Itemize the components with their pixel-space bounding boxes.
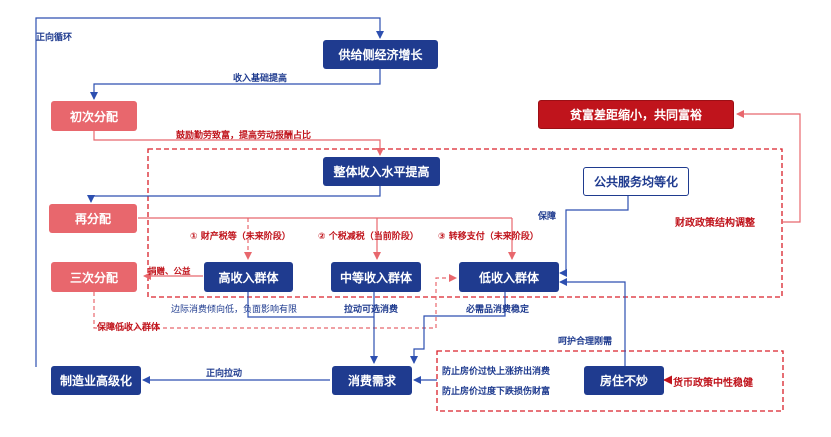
guarantee-label: 保障 <box>538 212 557 222</box>
tertiary-distribution-text: 三次分配 <box>69 270 118 285</box>
property-tax-label: ① 财产税等（未来阶段） <box>190 232 291 242</box>
consumer-demand-text: 消费需求 <box>347 374 396 388</box>
redistribution-region <box>147 148 783 298</box>
donation-label: 捐赠、公益 <box>148 267 191 277</box>
high-to-consumption-line <box>247 292 374 318</box>
low-income-text: 低收入群体 <box>478 270 539 285</box>
low-to-consumption-line <box>410 292 506 364</box>
public-services-box: 公共服务均等化 <box>583 167 689 196</box>
consumer-demand-box: 消费需求 <box>332 366 412 395</box>
high-income-box: 高收入群体 <box>204 262 293 292</box>
prevent-squeeze-label: 防止房价过快上涨挤出消费 <box>442 367 551 377</box>
transfer-label: ③ 转移支付（未来阶段） <box>438 232 539 242</box>
prevent-drop-label: 防止房价过度下跌损伤财富 <box>442 387 551 397</box>
housing-region <box>436 350 784 412</box>
fiscal-policy-label: 财政政策结构调整 <box>675 218 755 229</box>
redistribution-text: 再分配 <box>74 212 111 226</box>
housing-box: 房住不炒 <box>584 366 664 395</box>
positive-cycle-label: 正向循环 <box>36 33 73 43</box>
income-to-redistribution-line <box>87 186 381 203</box>
public-services-text: 公共服务均等化 <box>593 175 678 189</box>
redistribution-box: 再分配 <box>49 204 137 233</box>
positive-cycle-line <box>35 17 384 367</box>
positive-pull-label: 正向拉动 <box>206 369 243 379</box>
stabilize-essential-label: 必需品消费稳定 <box>466 305 530 315</box>
rigid-demand-line <box>559 278 626 366</box>
monetary-policy-label: 货币政策中性稳健 <box>673 378 753 389</box>
income-tax-label: ② 个税减税（当前阶段） <box>318 232 419 242</box>
manufacturing-text: 制造业高级化 <box>59 374 132 388</box>
primary-distribution-text: 初次分配 <box>69 109 118 124</box>
protect-low-line <box>93 274 457 329</box>
middle-income-box: 中等收入群体 <box>331 262 421 292</box>
housing-text: 房住不炒 <box>599 374 648 388</box>
pull-optional-label: 拉动可选消费 <box>344 305 399 315</box>
tertiary-distribution-box: 三次分配 <box>51 262 137 292</box>
rigid-demand-label: 呵护合理刚需 <box>558 337 613 347</box>
income-rise-box: 整体收入水平提高 <box>323 157 440 186</box>
guarantee-line <box>559 196 629 277</box>
high-income-text: 高收入群体 <box>218 270 279 285</box>
income-rise-text: 整体收入水平提高 <box>333 165 430 179</box>
income-base-line <box>90 69 381 100</box>
supply-growth-box: 供给侧经济增长 <box>323 40 438 69</box>
supply-growth-text: 供给侧经济增长 <box>338 48 423 62</box>
middle-income-text: 中等收入群体 <box>339 270 412 285</box>
encourage-line <box>93 131 384 156</box>
manufacturing-box: 制造业高级化 <box>51 366 141 395</box>
encourage-label: 鼓励勤劳致富，提高劳动报酬占比 <box>176 131 312 141</box>
income-base-label: 收入基础提高 <box>233 74 288 84</box>
protect-low-label: 保障低收入群体 <box>97 323 161 333</box>
common-prosperity-text: 贫富差距缩小，共同富裕 <box>569 108 702 122</box>
common-prosperity-box: 贫富差距缩小，共同富裕 <box>538 100 734 129</box>
primary-distribution-box: 初次分配 <box>51 101 137 131</box>
marginal-label: 边际消费倾向低，负面影响有限 <box>171 305 298 315</box>
low-income-box: 低收入群体 <box>459 262 559 292</box>
fiscal-policy-line <box>736 110 801 223</box>
